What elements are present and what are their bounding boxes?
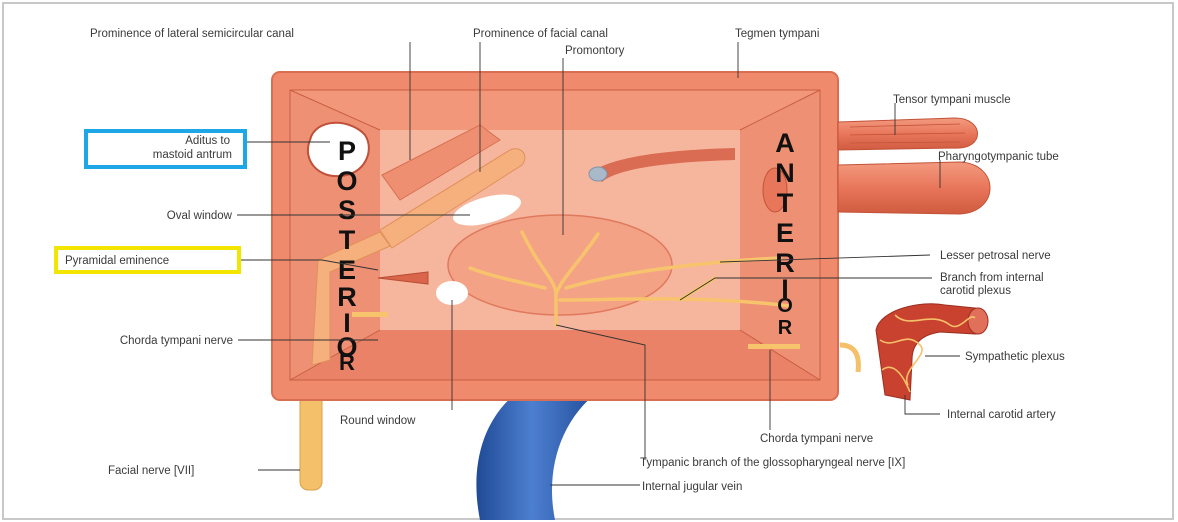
chorda-stub-right <box>748 344 800 349</box>
roof-wall <box>290 90 820 130</box>
pharyngotympanic-shape <box>838 162 990 214</box>
internal-jugular-vein-shape <box>476 390 600 520</box>
anterior-letter: A <box>775 128 795 158</box>
label-chorda-left: Chorda tympani nerve <box>120 335 233 347</box>
anterior-letter: R <box>778 317 793 339</box>
label-facial-canal: Prominence of facial canal <box>473 28 608 40</box>
chorda-stub-left <box>352 312 388 317</box>
carotid-lumen <box>968 308 988 334</box>
posterior-letter: O <box>336 166 357 196</box>
label-branch-line1: Branch from internal <box>940 272 1044 284</box>
label-branch-line2: carotid plexus <box>940 285 1011 297</box>
label-tympanic-branch: Tympanic branch of the glossopharyngeal … <box>640 457 905 469</box>
posterior-letter: P <box>338 136 356 166</box>
posterior-letters: P O S T E R I O R <box>336 136 357 375</box>
anterior-letter: N <box>775 158 795 188</box>
label-aditus-line1: Aditus to <box>185 135 230 147</box>
label-chorda-right: Chorda tympani nerve <box>760 433 873 445</box>
posterior-letter: R <box>339 350 355 375</box>
label-tegmen: Tegmen tympani <box>735 28 819 40</box>
label-promontory: Promontory <box>565 45 625 57</box>
label-round-window: Round window <box>340 415 416 427</box>
label-lateral-canal: Prominence of lateral semicircular canal <box>90 28 294 40</box>
label-facial-nerve: Facial nerve [VII] <box>108 465 194 477</box>
label-pharyngotympanic: Pharyngotympanic tube <box>938 151 1059 163</box>
floor-wall <box>290 330 820 380</box>
posterior-letter: T <box>339 225 356 255</box>
carotid-branch-nerve <box>840 345 858 372</box>
anterior-letter: O <box>777 295 793 317</box>
anterior-letter: E <box>776 218 794 248</box>
label-internal-carotid: Internal carotid artery <box>947 409 1056 421</box>
label-tensor: Tensor tympani muscle <box>893 94 1011 106</box>
label-sympathetic: Sympathetic plexus <box>965 351 1065 363</box>
anterior-letter: T <box>777 188 794 218</box>
posterior-letter: S <box>338 195 356 225</box>
label-lesser-petrosal: Lesser petrosal nerve <box>940 250 1051 262</box>
label-pyramidal: Pyramidal eminence <box>65 255 169 267</box>
anterior-letters: A N T E R I O R <box>775 128 795 339</box>
label-aditus-line2: mastoid antrum <box>153 149 232 161</box>
label-jugular: Internal jugular vein <box>642 481 742 493</box>
posterior-letter: E <box>338 255 356 285</box>
label-oval-window: Oval window <box>167 210 233 222</box>
tensor-tendon-end <box>589 167 607 181</box>
